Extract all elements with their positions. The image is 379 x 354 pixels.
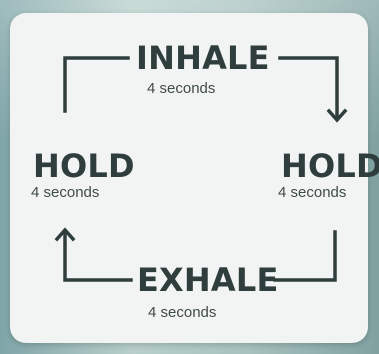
left-step-duration: 4 seconds (31, 185, 99, 200)
top-step-duration: 4 seconds (147, 81, 215, 96)
top-step-label: INHALE (136, 42, 270, 74)
bottom-step-label: EXHALE (137, 264, 279, 296)
left-step-label: HOLD (33, 150, 135, 182)
right-step-duration: 4 seconds (278, 185, 346, 200)
right-step-label: HOLD (281, 150, 379, 182)
bottom-left-connector (65, 233, 131, 280)
bottom-step-duration: 4 seconds (148, 305, 216, 320)
top-left-connector (65, 58, 128, 111)
bottom-right-connector (275, 232, 335, 280)
top-right-connector (280, 58, 337, 117)
